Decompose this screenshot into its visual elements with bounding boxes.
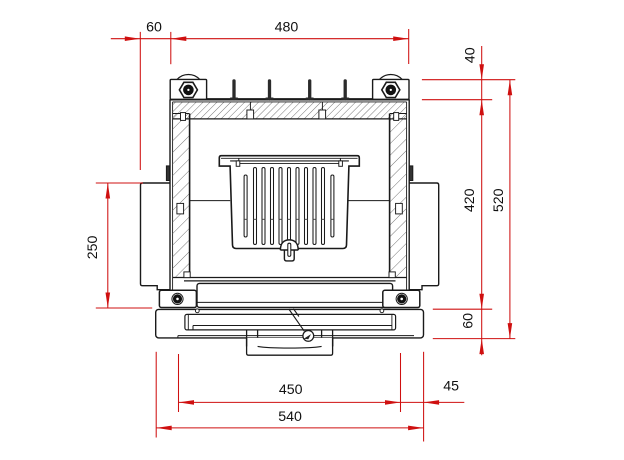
svg-text:250: 250 <box>85 235 101 259</box>
svg-text:60: 60 <box>460 313 476 329</box>
svg-text:60: 60 <box>146 19 162 35</box>
svg-text:450: 450 <box>279 382 303 398</box>
svg-text:40: 40 <box>463 47 479 63</box>
svg-text:520: 520 <box>491 188 507 212</box>
svg-text:480: 480 <box>275 19 299 35</box>
svg-text:45: 45 <box>443 379 459 395</box>
svg-text:420: 420 <box>462 188 478 212</box>
svg-text:540: 540 <box>278 409 302 425</box>
